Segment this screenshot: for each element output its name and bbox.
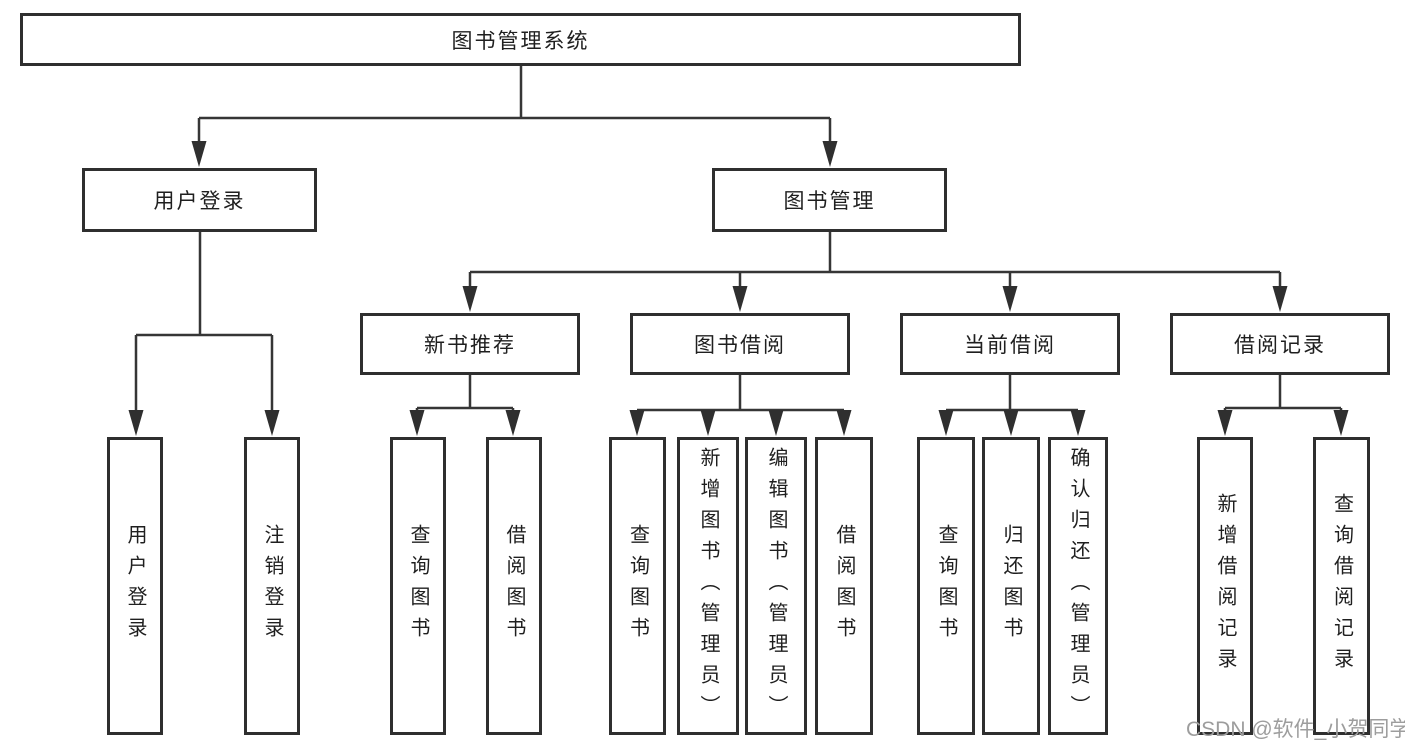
node-new-book-recommend: 新书推荐 (360, 313, 580, 375)
node-book-borrowing: 图书借阅 (630, 313, 850, 375)
node-label: 借阅记录 (1234, 334, 1326, 357)
node-book-management: 图书管理 (712, 168, 947, 232)
node-label: 借阅图书 (833, 524, 855, 648)
node-label: 用户登录 (153, 190, 246, 213)
node-label: 查询图书 (935, 524, 957, 648)
node-label: 新增图书（管理员） (697, 446, 719, 726)
node-label: 当前借阅 (964, 334, 1056, 357)
leaf-borrow-books-borrowing: 借阅图书 (815, 437, 873, 735)
node-label: 新增借阅记录 (1214, 493, 1236, 679)
node-label: 编辑图书（管理员） (765, 446, 787, 726)
leaf-return-books: 归还图书 (982, 437, 1040, 735)
leaf-search-books-recommend: 查询图书 (390, 437, 446, 735)
leaf-add-books-admin: 新增图书（管理员） (677, 437, 739, 735)
node-current-borrowing: 当前借阅 (900, 313, 1120, 375)
node-label: 确认归还（管理员） (1067, 446, 1089, 726)
node-label: 注销登录 (261, 524, 283, 648)
node-borrowing-records: 借阅记录 (1170, 313, 1390, 375)
leaf-add-borrow-record: 新增借阅记录 (1197, 437, 1253, 735)
leaf-edit-books-admin: 编辑图书（管理员） (745, 437, 807, 735)
node-library-system: 图书管理系统 (20, 13, 1021, 66)
node-label: 用户登录 (124, 524, 146, 648)
node-label: 借阅图书 (503, 524, 525, 648)
arrowheads (128, 141, 1349, 436)
node-label: 新书推荐 (424, 334, 516, 357)
node-label: 查询借阅记录 (1330, 493, 1353, 679)
leaf-search-borrow-record: 查询借阅记录 (1313, 437, 1370, 735)
node-label: 图书管理系统 (451, 29, 590, 53)
node-user-login: 用户登录 (82, 168, 317, 232)
node-label: 图书借阅 (694, 334, 786, 357)
node-label: 图书管理 (783, 190, 876, 213)
leaf-borrow-books-recommend: 借阅图书 (486, 437, 542, 735)
node-label: 查询图书 (626, 524, 649, 648)
leaf-confirm-return-admin: 确认归还（管理员） (1048, 437, 1108, 735)
leaf-user-login: 用户登录 (107, 437, 163, 735)
leaf-search-books-borrowing: 查询图书 (609, 437, 666, 735)
node-label: 查询图书 (407, 524, 429, 648)
leaf-search-books-current: 查询图书 (917, 437, 975, 735)
leaf-logout: 注销登录 (244, 437, 300, 735)
node-label: 归还图书 (1000, 524, 1022, 648)
csdn-watermark: CSDN @软件_小贺同学 (1186, 718, 1405, 741)
